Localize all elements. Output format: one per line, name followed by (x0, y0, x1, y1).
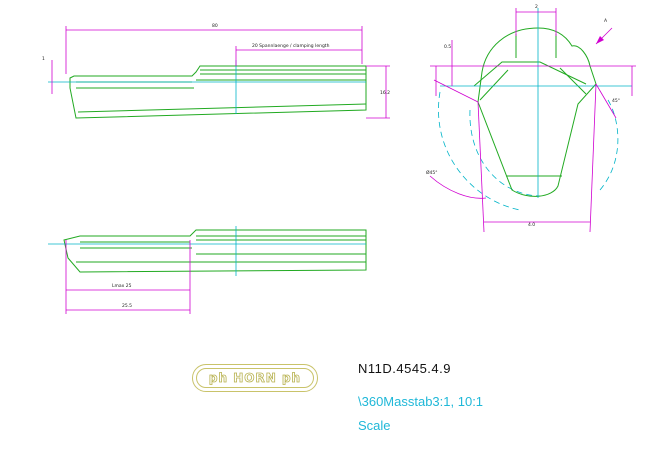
front-view: 2 A 45° Ø45° 4.0 0.5 (426, 4, 636, 233)
dim-lower-left: Lmax 25 (112, 283, 132, 289)
dim-angle-right: 45° (612, 98, 620, 104)
dim-clamping-length: 20 Spannlaenge / clamping length (252, 43, 330, 49)
logo-text: ph HORN ph (208, 371, 302, 386)
dim-bottom-width: 4.0 (528, 222, 535, 228)
dim-side-small: 0.5 (444, 44, 451, 50)
dim-height: 16.2 (380, 90, 390, 96)
scale-label: Scale (358, 418, 391, 433)
dim-lower-total: 25.5 (122, 303, 132, 309)
top-side-view: 80 20 Spannlaenge / clamping length 16.2… (42, 23, 390, 119)
dim-width-top: 2 (535, 4, 538, 10)
part-number: N11D.4545.4.9 (358, 361, 451, 376)
dim-overall-length: 80 (212, 23, 218, 29)
dim-angle-label: Ø45° (426, 169, 438, 176)
horn-logo: ph HORN ph (192, 364, 318, 392)
dim-small-left: 1 (42, 56, 45, 62)
detail-label-a: A (604, 18, 608, 24)
bottom-side-view: Lmax 25 25.5 (48, 226, 367, 314)
scale-value: \360Masstab3:1, 10:1 (358, 394, 484, 409)
